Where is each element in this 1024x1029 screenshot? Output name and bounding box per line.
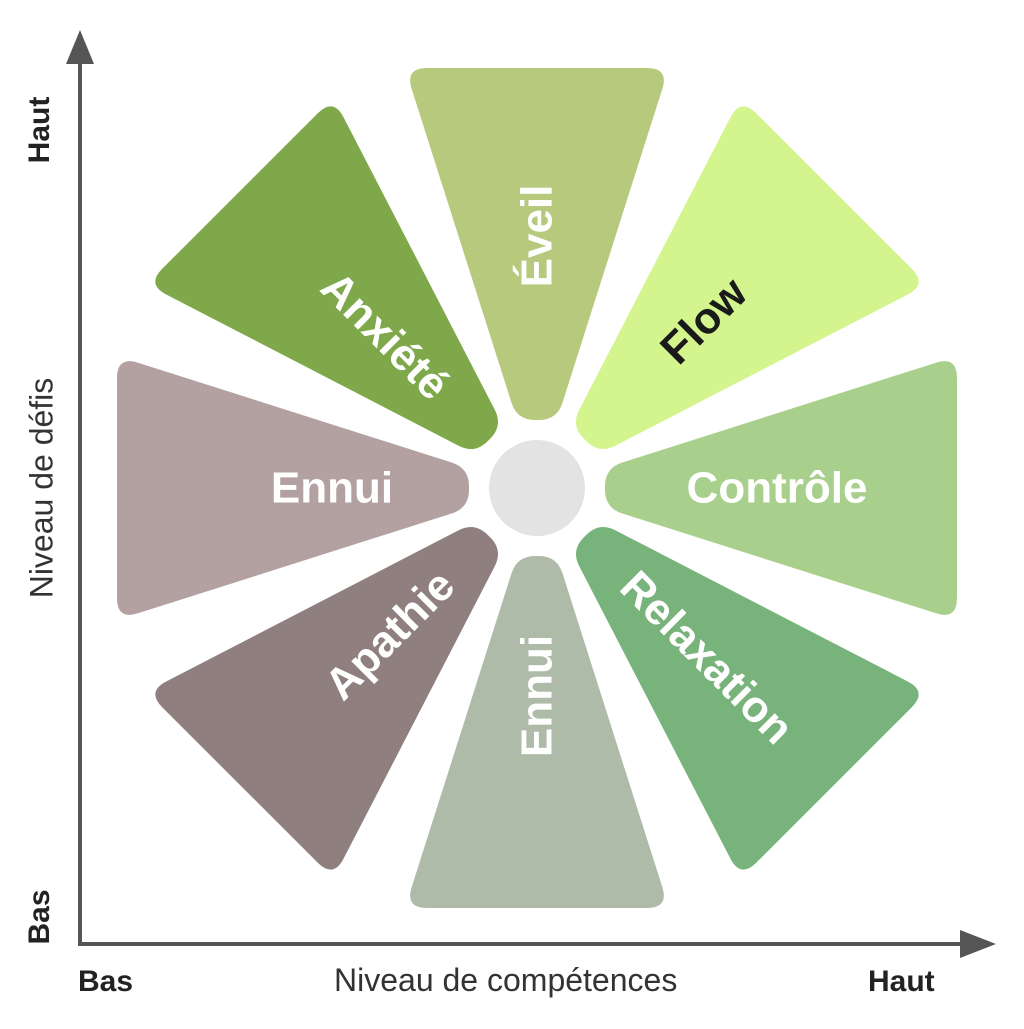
petal-flow: Flow [575, 106, 919, 450]
y-axis-high-label: Haut [23, 96, 56, 164]
y-axis-low-label: Bas [23, 889, 56, 945]
petal-label-eveil: Éveil [512, 185, 562, 288]
petal-shape-controle [605, 361, 957, 615]
petal-ennui-bottom: Ennui [410, 556, 664, 908]
petal-ennui-left: Ennui [117, 361, 469, 615]
petal-shape-ennui-left [117, 361, 469, 615]
petal-label-controle: Contrôle [687, 464, 868, 513]
petal-shape-apathie [155, 526, 499, 870]
petal-eveil: Éveil [410, 68, 664, 420]
petal-shape-anxiete [155, 106, 499, 450]
petal-controle: Contrôle [605, 361, 957, 615]
x-axis-title: Niveau de compétences [334, 962, 678, 998]
petal-shape-eveil [410, 68, 664, 420]
petal-shape-relaxation [575, 526, 919, 870]
x-axis-low-label: Bas [78, 965, 134, 998]
petal-shape-ennui-bottom [410, 556, 664, 908]
axes [66, 30, 996, 958]
petal-label-ennui-bottom: Ennui [513, 635, 562, 757]
x-axis-high-label: Haut [868, 965, 935, 998]
petal-shape-flow [575, 106, 919, 450]
y-axis-title: Niveau de défis [23, 377, 60, 599]
center-circle [489, 440, 585, 536]
petals: ÉveilFlowContrôleRelaxationEnnuiApathieE… [117, 68, 957, 908]
petal-label-ennui-left: Ennui [271, 464, 393, 513]
y-axis-arrow-icon [66, 30, 94, 64]
x-axis-arrow-icon [960, 930, 996, 958]
